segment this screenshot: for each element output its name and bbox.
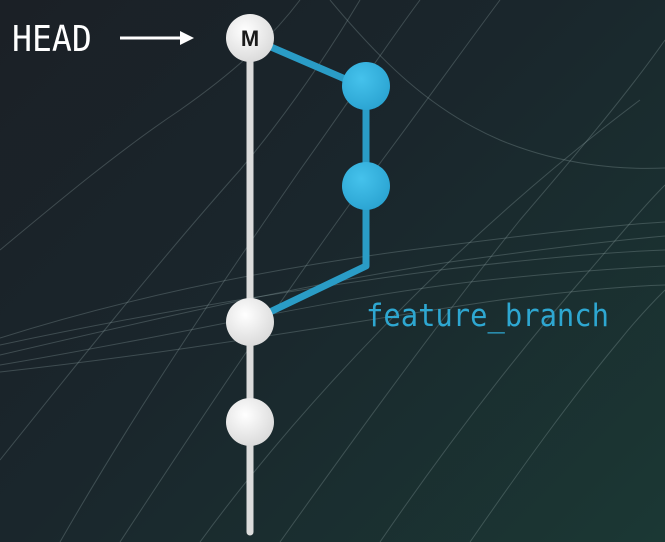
head-arrow-icon <box>120 31 194 45</box>
main-commit-base[interactable] <box>226 298 274 346</box>
head-label: HEAD <box>12 19 92 60</box>
main-commit-lower[interactable] <box>226 398 274 446</box>
merge-commit-letter: M <box>241 26 259 51</box>
feature-branch-label: feature_branch <box>366 298 610 334</box>
feature-commit-lower[interactable] <box>342 162 390 210</box>
merge-commit[interactable] <box>226 14 274 62</box>
feature-commit-upper[interactable] <box>342 62 390 110</box>
